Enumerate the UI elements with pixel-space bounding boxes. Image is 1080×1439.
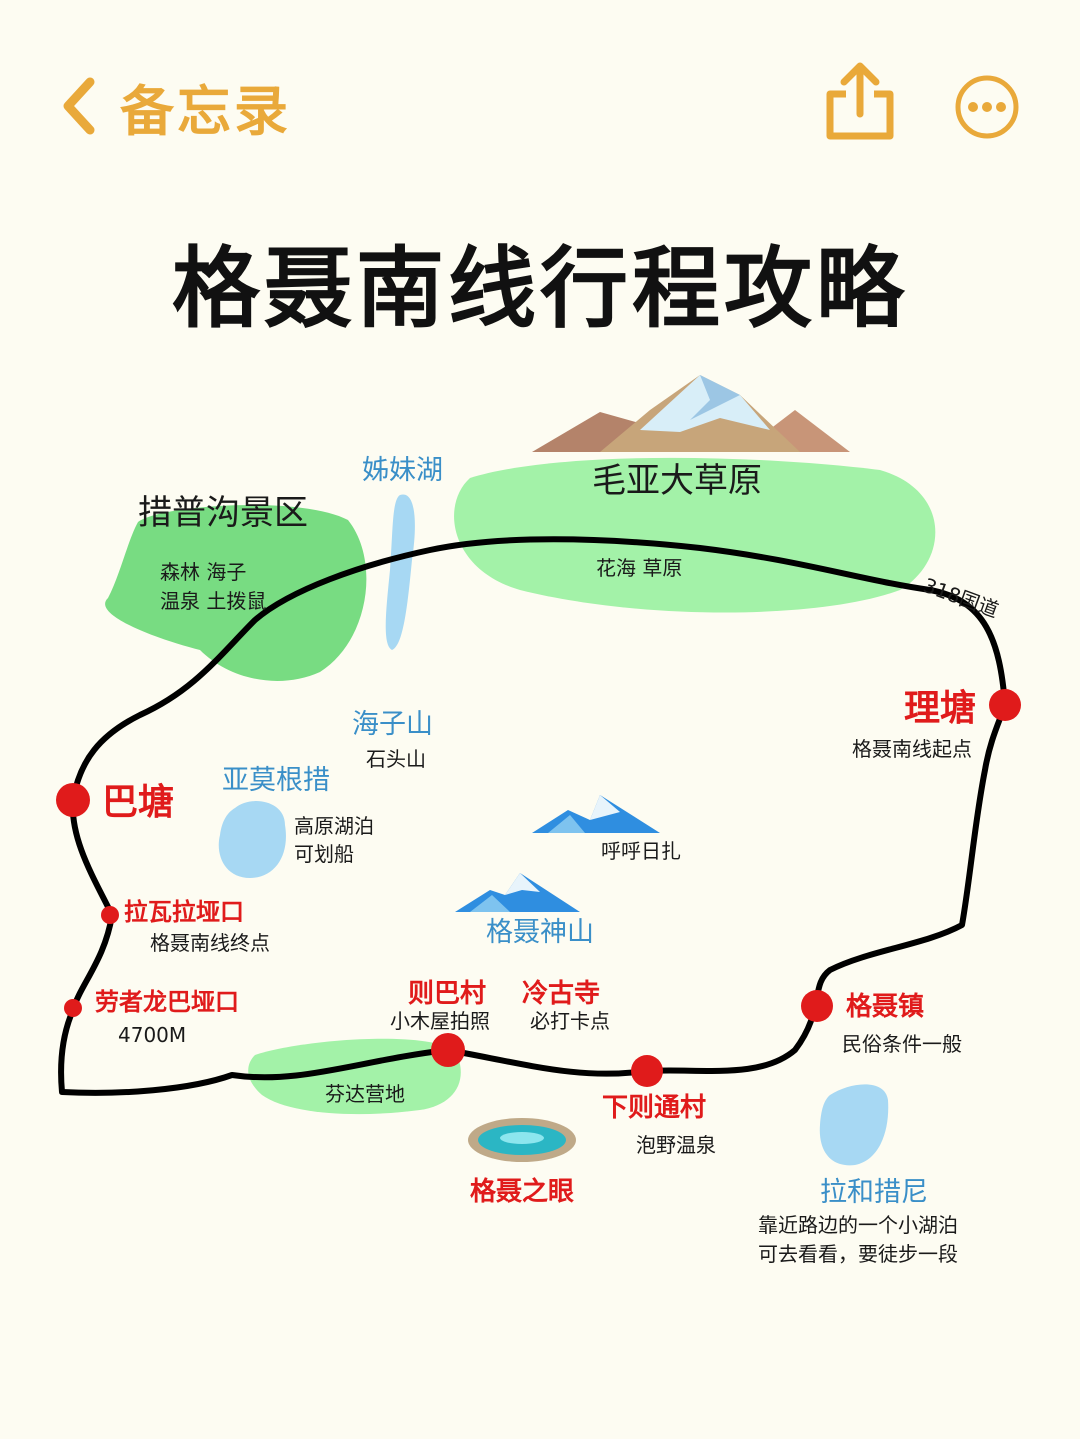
cuopugou-label: 措普沟景区 bbox=[138, 493, 308, 533]
lahe-lake-label: 拉和措尼 bbox=[820, 1177, 928, 1208]
genie-mountain-icon bbox=[455, 873, 580, 912]
zimei-lake bbox=[385, 494, 415, 650]
snow-mountain-illustration bbox=[532, 375, 850, 452]
share-icon[interactable] bbox=[820, 60, 900, 142]
lenggu-label: 冷古寺 bbox=[522, 979, 601, 1009]
back-button[interactable]: 备忘录 bbox=[58, 68, 291, 144]
laozhe-note: 4700M bbox=[118, 1023, 187, 1047]
yamogen-note-1: 高原湖泊 bbox=[294, 814, 374, 838]
maoya-note: 花海 草原 bbox=[596, 556, 683, 580]
haizi-mountain-label: 海子山 bbox=[352, 709, 433, 740]
genie-eye-label: 格聂之眼 bbox=[470, 1177, 575, 1207]
huhu-mountain-label: 呼呼日扎 bbox=[601, 839, 681, 863]
xiaze-note: 泡野温泉 bbox=[636, 1133, 716, 1157]
lawala-dot bbox=[101, 906, 119, 924]
xiaze-dot bbox=[631, 1055, 663, 1087]
lenggu-note: 必打卡点 bbox=[530, 1009, 610, 1033]
lahe-note-2: 可去看看，要徒步一段 bbox=[758, 1242, 958, 1266]
zeba-label: 则巴村 bbox=[408, 979, 487, 1009]
huhu-mountain-icon bbox=[532, 795, 660, 833]
zeba-dot bbox=[431, 1033, 465, 1067]
lahe-note-1: 靠近路边的一个小湖泊 bbox=[758, 1213, 958, 1237]
back-label: 备忘录 bbox=[120, 79, 291, 143]
batang-label: 巴塘 bbox=[102, 782, 175, 823]
geniezhen-note: 民俗条件一般 bbox=[842, 1032, 962, 1056]
zeba-note: 小木屋拍照 bbox=[390, 1009, 490, 1033]
geniezhen-label: 格聂镇 bbox=[846, 992, 925, 1022]
cuopugou-note-2: 温泉 土拨鼠 bbox=[160, 589, 267, 613]
page-title: 格聂南线行程攻略 bbox=[171, 237, 908, 340]
batang-dot bbox=[56, 783, 90, 817]
laozhe-dot bbox=[64, 999, 82, 1017]
fenda-camp-label: 芬达营地 bbox=[325, 1082, 405, 1106]
lahe-lake bbox=[819, 1084, 889, 1166]
genie-mountain-label: 格聂神山 bbox=[486, 917, 594, 948]
yamogen-note-2: 可划船 bbox=[294, 842, 354, 866]
yamogen-lake-label: 亚莫根措 bbox=[222, 765, 330, 796]
maoya-grassland-area bbox=[454, 457, 936, 613]
geniezhen-dot bbox=[801, 990, 833, 1022]
litang-note: 格聂南线起点 bbox=[852, 737, 972, 761]
litang-label: 理塘 bbox=[904, 688, 977, 729]
zimei-lake-label: 姊妹湖 bbox=[362, 455, 443, 486]
genie-eye-icon bbox=[468, 1118, 576, 1162]
lawala-label: 拉瓦拉垭口 bbox=[124, 898, 244, 926]
nav-bar: 备忘录 bbox=[0, 0, 1080, 200]
haizi-mountain-note: 石头山 bbox=[366, 747, 426, 771]
xiaze-label: 下则通村 bbox=[602, 1093, 707, 1123]
cuopugou-area bbox=[105, 504, 367, 681]
cuopugou-note-1: 森林 海子 bbox=[160, 560, 247, 584]
route-line bbox=[58, 536, 1008, 1096]
maoya-label: 毛亚大草原 bbox=[592, 461, 762, 501]
laozhe-label: 劳者龙巴垭口 bbox=[95, 988, 239, 1016]
chevron-left-icon bbox=[63, 77, 95, 135]
yamogen-lake bbox=[218, 801, 286, 878]
litang-dot bbox=[989, 689, 1021, 721]
lawala-note: 格聂南线终点 bbox=[150, 931, 270, 955]
more-icon[interactable] bbox=[954, 74, 1020, 140]
